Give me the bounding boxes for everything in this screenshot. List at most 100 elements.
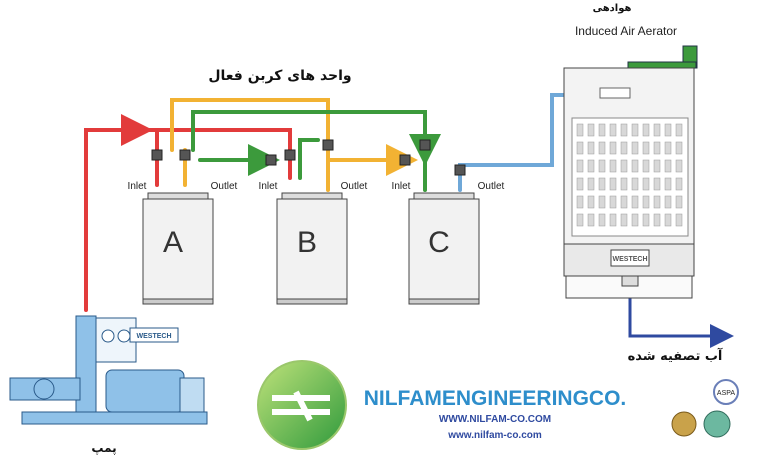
aerator-tray-slot [631,213,639,227]
tank-c-lid [413,192,475,200]
aerator-tray-slot [675,123,683,137]
aerator-top-rail [627,61,697,69]
aerator-tray-slot [620,159,628,173]
aspa-logo-icon [713,379,739,405]
pump-column [75,315,97,413]
aerator-tray-slot [587,123,595,137]
aerator-tray-slot [631,159,639,173]
aerator-tray-slot [609,123,617,137]
partner-emblem-icon [671,411,697,437]
aerator-tray-slot [664,141,672,155]
aerator-tray-slot [631,177,639,191]
valve-icon[interactable] [419,139,431,151]
valve-icon[interactable] [179,149,191,161]
aerator-tray-slot [587,141,595,155]
aerator-tray-slot [664,159,672,173]
tank-b-body [276,198,348,300]
tank-c-letter: C [428,226,450,259]
aerator-tray-slot [598,195,606,209]
tank-b-outlet-label: Outlet [341,181,368,192]
valves [151,139,466,176]
valve-icon[interactable] [265,154,277,166]
green-upper-pipe [191,110,441,166]
aerator-tray-slot [653,177,661,191]
aerator-tray-slot [653,141,661,155]
aerator-tray-grid [576,123,683,227]
aerator-tray-slot [631,195,639,209]
aerator-tray-slot [587,159,595,173]
aerator-tray-slot [609,177,617,191]
pump-gauge [101,329,115,343]
nilfam-logo-mark [272,390,330,422]
valve-icon[interactable] [151,149,163,161]
tank-a-body [142,198,214,300]
treated-water-pipe [628,283,734,348]
tank-a: Inlet Outlet A [128,181,238,305]
pump-skid-base [21,411,208,425]
pump-frame [179,377,205,413]
aerator-tray-slot [576,213,584,227]
red-feed-pipe [84,114,153,312]
aerator-tray-slot [620,195,628,209]
aerator-tray-slot [664,195,672,209]
aerator-tray-slot [620,141,628,155]
aerator-tray-slot [587,195,595,209]
aerator-tray-slot [664,177,672,191]
aerator-tray-slot [598,159,606,173]
pump-skid: WESTECH [9,315,208,425]
tank-b-lid [281,192,343,200]
valve-icon[interactable] [399,154,411,166]
green-b-riser [298,138,320,180]
aerator-tray-slot [576,195,584,209]
aerator-label-en: Induced Air Aerator [575,24,677,38]
aerator-tray-slot [609,195,617,209]
aerator-tray-slot [609,159,617,173]
company-web-upper[interactable]: WWW.NILFAM-CO.COM [439,414,551,425]
pump-control-panel [95,317,137,363]
science-park-emblem-icon [703,410,731,438]
red-header-pipe [143,128,292,180]
aerator-tray-slot [620,123,628,137]
valve-icon[interactable] [454,164,466,176]
aerator-label-fa: هوادهی [593,3,632,14]
aerator-tray-slot [664,123,672,137]
pump-motor [105,369,185,413]
aerator-tray-slot [642,213,650,227]
aerator-tray-slot [620,177,628,191]
pump-label: پمپ [91,441,116,455]
aerator-tray-slot [609,141,617,155]
aspa-logo-text: ASPA [717,390,735,397]
tank-c-inlet-label: Inlet [392,181,411,192]
partner-logos: ASPA [671,379,739,438]
aerator-tray-slot [576,177,584,191]
company-web-lower[interactable]: www.nilfam-co.com [447,430,542,441]
pump-gauge [117,329,131,343]
aerator-tray-slot [576,159,584,173]
valve-icon[interactable] [284,149,296,161]
aerator-tray-slot [576,123,584,137]
tank-a-inlet-label: Inlet [128,181,147,192]
aerator-tray-slot [631,141,639,155]
tank-a-letter: A [163,226,183,259]
aerator-tray-slot [598,141,606,155]
aerator-tray-slot [620,213,628,227]
treated-water-label: آب تصفیه شده [628,347,723,364]
tank-c-outlet-label: Outlet [478,181,505,192]
tank-b-base [276,298,348,305]
aerator-tray-slot [675,141,683,155]
tank-a-base [142,298,214,305]
aerator-brand: WESTECH [613,256,648,263]
tank-c-body [408,198,480,300]
aerator-tray-slot [675,195,683,209]
aerator-tray-slot [675,159,683,173]
aerator-tray-slot [642,141,650,155]
aerator-tray-slot [653,123,661,137]
aerator-brand-plate [610,249,650,267]
company-name: NILFAMENGINEERINGCO. [364,387,627,410]
valve-icon[interactable] [322,139,334,151]
aerator-tray-slot [598,123,606,137]
aerator-outlet-flange [621,275,639,287]
aerator-tray-slot [642,159,650,173]
tank-b: Inlet Outlet B [259,181,368,305]
aerator-tray-slot [675,213,683,227]
